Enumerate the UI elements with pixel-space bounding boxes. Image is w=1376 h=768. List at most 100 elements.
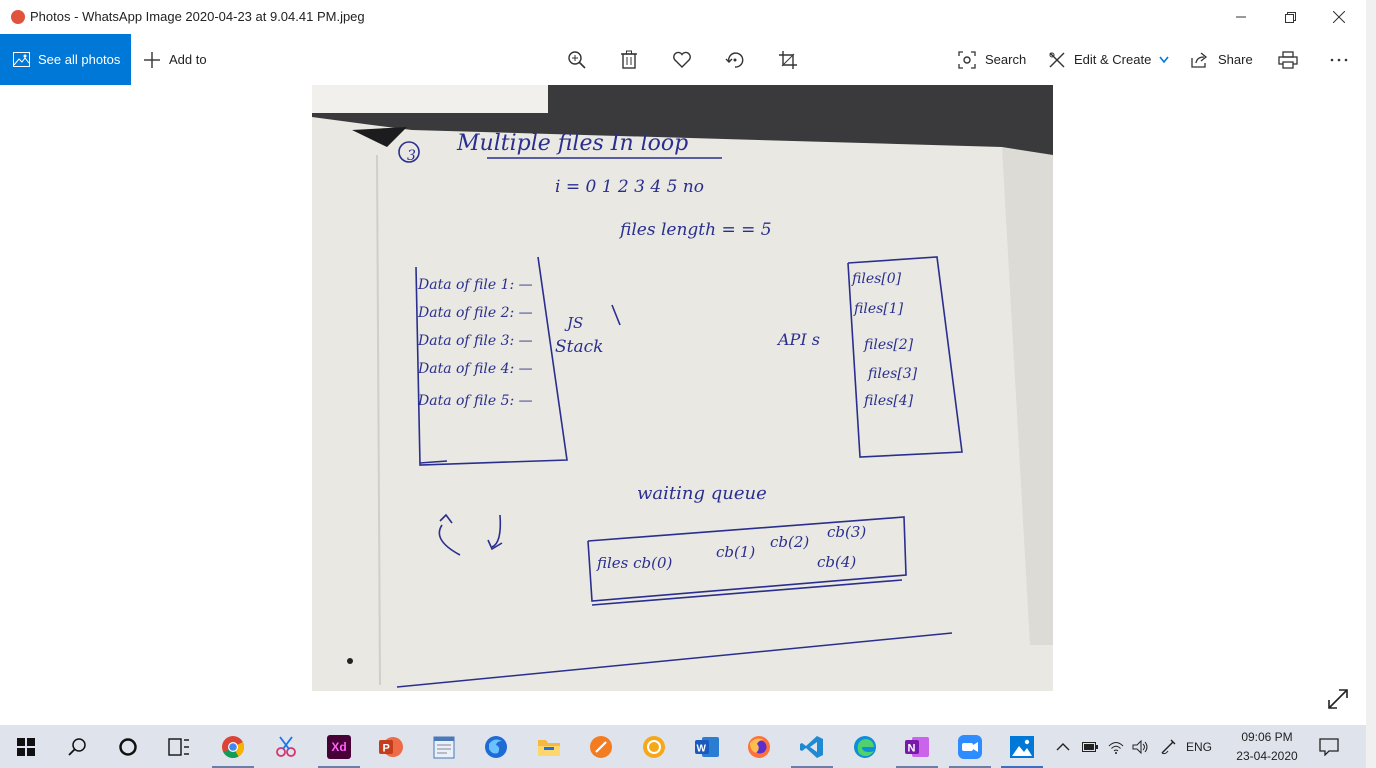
close-button[interactable] bbox=[1316, 0, 1362, 34]
more-options-button[interactable] bbox=[1326, 47, 1352, 73]
taskbar-file-explorer[interactable] bbox=[526, 725, 572, 768]
photos-app-icon bbox=[11, 10, 25, 24]
taskbar-search-button[interactable] bbox=[54, 725, 100, 768]
onenote-icon: N bbox=[905, 736, 929, 757]
taskbar-cloud-app[interactable] bbox=[631, 725, 677, 768]
edit-create-button[interactable]: Edit & Create bbox=[1048, 34, 1169, 85]
cortana-button[interactable] bbox=[105, 725, 151, 768]
taskbar-firefox-blue[interactable] bbox=[473, 725, 519, 768]
battery-icon[interactable] bbox=[1082, 741, 1098, 752]
active-indicator bbox=[949, 766, 991, 768]
stack-item: Data of file 1: — bbox=[417, 277, 533, 293]
volume-icon[interactable] bbox=[1132, 739, 1150, 754]
stack-label-stack: Stack bbox=[555, 337, 603, 357]
taskbar-chrome[interactable] bbox=[210, 725, 256, 768]
taskbar-word[interactable]: W bbox=[684, 725, 730, 768]
app-name: Photos bbox=[30, 9, 71, 24]
zoom-icon bbox=[958, 734, 982, 759]
zoom-in-button[interactable] bbox=[564, 47, 590, 73]
firefox-icon bbox=[748, 735, 770, 758]
action-center-button[interactable] bbox=[1306, 725, 1352, 768]
folder-icon bbox=[538, 739, 560, 756]
search-button[interactable]: Search bbox=[958, 34, 1026, 85]
minimize-button[interactable] bbox=[1218, 0, 1264, 34]
add-to-button[interactable]: Add to bbox=[143, 34, 207, 85]
restore-icon bbox=[1284, 11, 1296, 23]
queue-item: cb(1) bbox=[716, 543, 755, 561]
note-heading: Multiple files In loop bbox=[456, 131, 688, 156]
toolbar bbox=[0, 34, 1366, 85]
see-all-photos-button[interactable]: See all photos bbox=[0, 34, 131, 85]
active-indicator bbox=[212, 766, 254, 768]
start-button[interactable] bbox=[3, 725, 49, 768]
taskbar-onenote[interactable]: N bbox=[894, 725, 940, 768]
cortana-icon bbox=[119, 737, 137, 756]
full-screen-button[interactable] bbox=[1326, 687, 1352, 713]
queue-item: files cb(0) bbox=[596, 554, 673, 572]
task-view-button[interactable] bbox=[156, 725, 202, 768]
system-tray: ENG bbox=[1056, 725, 1212, 768]
note-length-line: files length = = 5 bbox=[618, 220, 772, 240]
notepad-icon bbox=[433, 736, 455, 758]
clock-time: 09:06 PM bbox=[1241, 730, 1293, 744]
stack-item: Data of file 5: — bbox=[417, 393, 533, 409]
rotate-button[interactable] bbox=[722, 47, 748, 73]
windows-logo-icon bbox=[17, 737, 35, 756]
photo-canvas[interactable]: 3 Multiple files In loop i = 0 1 2 3 4 5… bbox=[312, 85, 1053, 691]
chevron-up-icon[interactable] bbox=[1056, 742, 1070, 752]
crop-button[interactable] bbox=[775, 47, 801, 73]
add-to-label: Add to bbox=[169, 52, 207, 67]
taskbar-notepad[interactable] bbox=[421, 725, 467, 768]
print-button[interactable] bbox=[1275, 47, 1301, 73]
clock[interactable]: 09:06 PM 23-04-2020 bbox=[1226, 728, 1308, 766]
stack-item: Data of file 3: — bbox=[417, 333, 533, 349]
wifi-icon[interactable] bbox=[1108, 740, 1124, 754]
taskbar-sublime[interactable] bbox=[578, 725, 624, 768]
plus-icon bbox=[144, 51, 160, 68]
active-indicator bbox=[896, 766, 938, 768]
taskbar-edge[interactable] bbox=[842, 725, 888, 768]
taskbar-snipping-tool[interactable] bbox=[263, 725, 309, 768]
notification-icon bbox=[1319, 737, 1339, 756]
language-indicator[interactable]: ENG bbox=[1186, 739, 1213, 754]
restore-button[interactable] bbox=[1267, 0, 1313, 34]
delete-button[interactable] bbox=[616, 47, 642, 73]
api-label: API s bbox=[776, 330, 820, 349]
edit-create-label: Edit & Create bbox=[1074, 52, 1152, 67]
share-button[interactable]: Share bbox=[1191, 34, 1253, 85]
window-edge bbox=[1366, 0, 1376, 768]
queue-item: cb(3) bbox=[827, 523, 866, 541]
taskbar-zoom[interactable] bbox=[947, 725, 993, 768]
taskbar-powerpoint[interactable]: P bbox=[368, 725, 414, 768]
taskbar-adobe-xd[interactable]: Xd bbox=[316, 725, 362, 768]
taskbar-vscode[interactable] bbox=[789, 725, 835, 768]
printer-icon bbox=[1278, 51, 1298, 69]
file-name: WhatsApp Image 2020-04-23 at 9.04.41 PM.… bbox=[82, 9, 365, 24]
queue-label: waiting queue bbox=[637, 483, 767, 504]
queue-item: cb(2) bbox=[770, 533, 809, 551]
zoom-in-icon bbox=[568, 51, 586, 69]
pen-icon[interactable] bbox=[1160, 739, 1176, 755]
api-item: files[0] bbox=[851, 271, 902, 287]
expand-icon bbox=[1328, 689, 1348, 709]
photo-icon bbox=[13, 52, 30, 67]
svg-text:P: P bbox=[383, 742, 390, 754]
svg-text:W: W bbox=[697, 743, 707, 754]
more-icon bbox=[1330, 58, 1348, 62]
firefox-developer-icon bbox=[485, 735, 507, 758]
circled-number: 3 bbox=[407, 148, 416, 164]
active-indicator bbox=[791, 766, 833, 768]
favorite-button[interactable] bbox=[669, 47, 695, 73]
title-separator: - bbox=[74, 9, 79, 24]
stack-item: Data of file 2: — bbox=[417, 305, 533, 321]
search-label: Search bbox=[985, 52, 1027, 67]
window-title: Photos - WhatsApp Image 2020-04-23 at 9.… bbox=[30, 9, 365, 24]
heart-icon bbox=[673, 51, 691, 68]
svg-text:N: N bbox=[908, 742, 916, 754]
active-indicator bbox=[1001, 766, 1043, 768]
note-index-line: i = 0 1 2 3 4 5 no bbox=[555, 177, 704, 197]
taskbar-photos[interactable] bbox=[999, 725, 1045, 768]
notebook-photo: 3 Multiple files In loop i = 0 1 2 3 4 5… bbox=[312, 85, 1053, 691]
taskbar-firefox[interactable] bbox=[736, 725, 782, 768]
trash-icon bbox=[621, 50, 637, 69]
